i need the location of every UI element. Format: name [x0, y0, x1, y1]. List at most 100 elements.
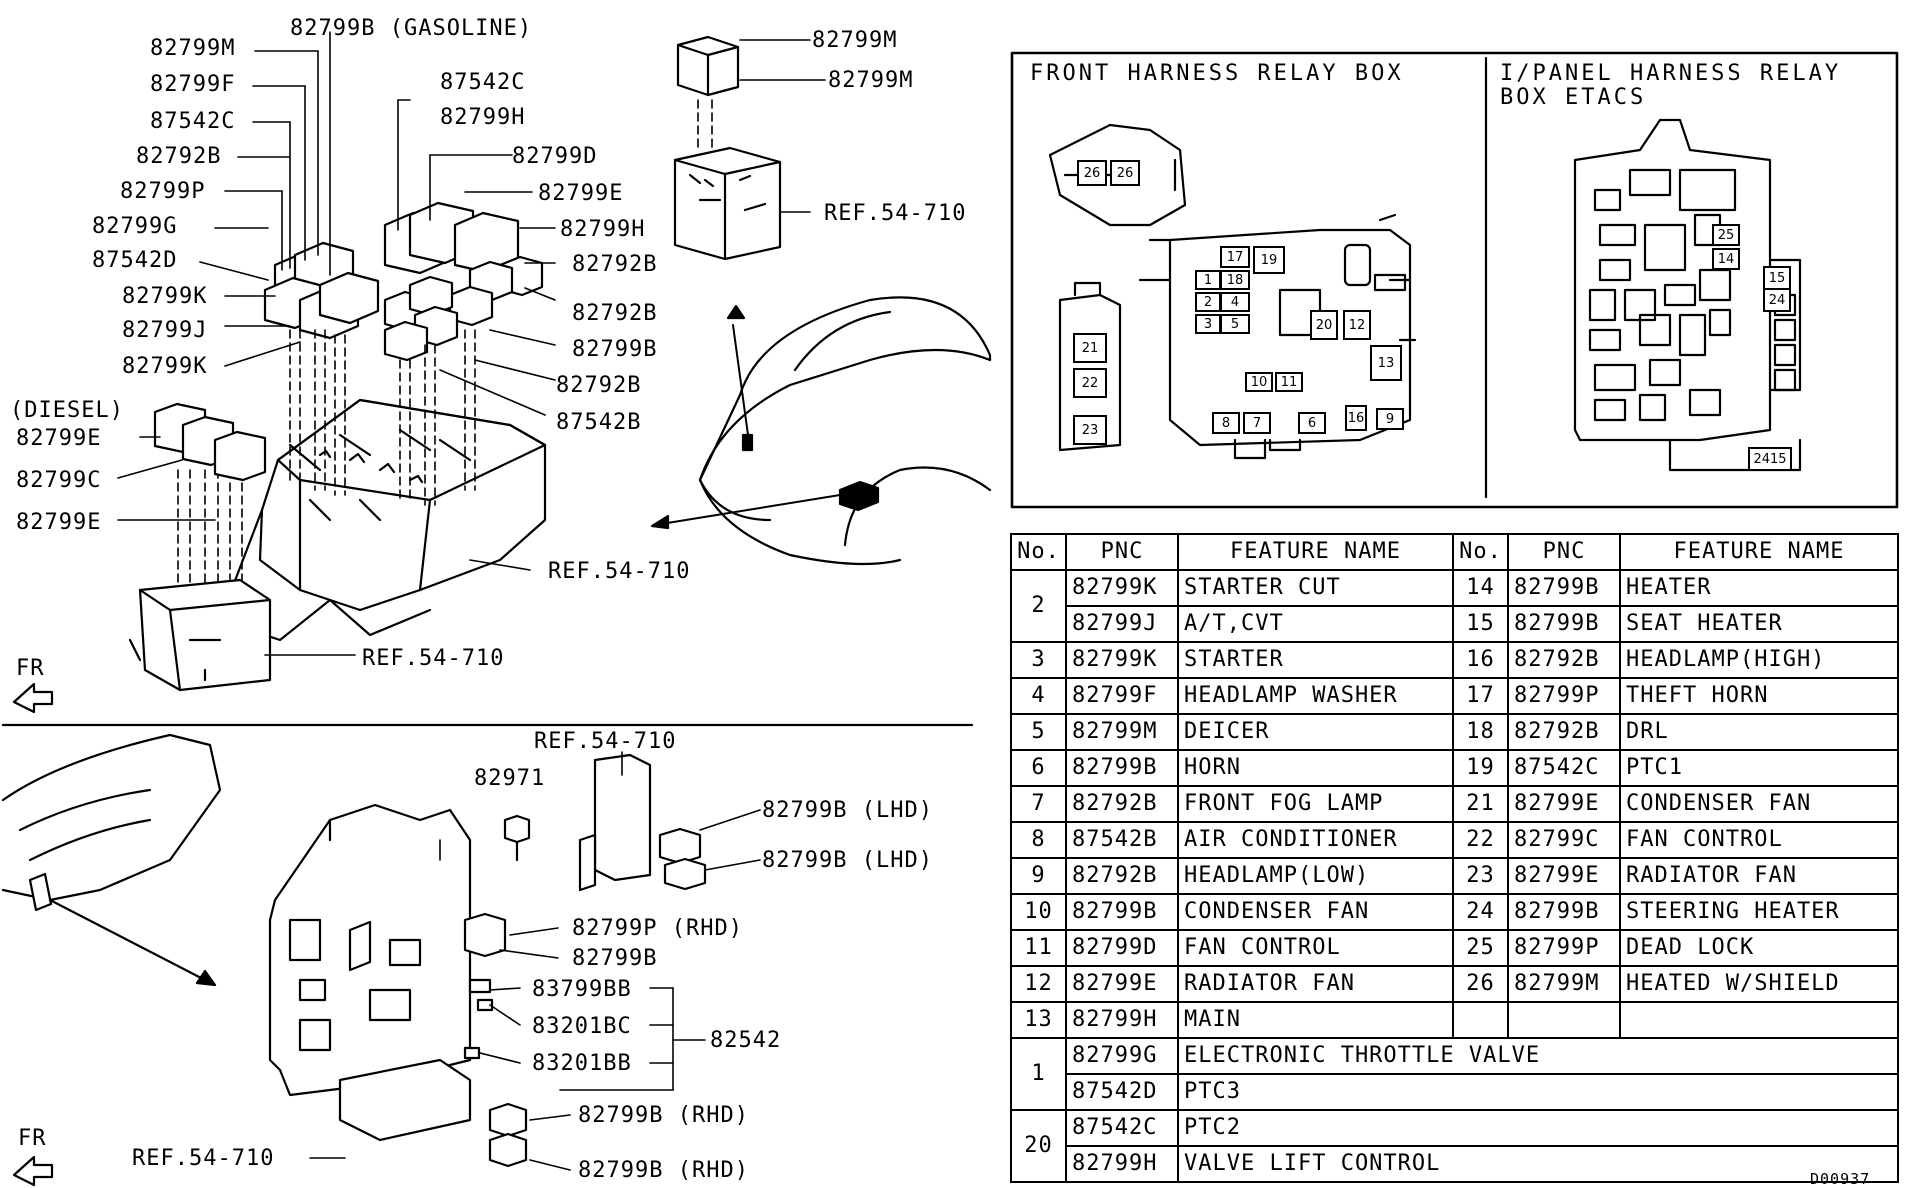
cell-feature: DEAD LOCK	[1619, 929, 1899, 967]
col-header-no: No.	[1010, 533, 1067, 571]
part-label: (DIESEL)	[10, 398, 124, 423]
part-label: 87542C	[150, 109, 236, 134]
part-label: 87542C	[440, 70, 526, 95]
table-row: 3 82799K STARTER 16 82792B HEADLAMP(HIGH…	[1010, 641, 1899, 679]
cell-feature: HEATER	[1619, 569, 1899, 607]
cell-no: 25	[1452, 929, 1509, 967]
part-label: 82799B (RHD)	[578, 1103, 749, 1128]
cell-pnc: 82799M	[1507, 965, 1621, 1003]
relay-box-frame	[1010, 51, 1899, 509]
cell-pnc: 82799D	[1065, 929, 1179, 967]
col-header-pnc: PNC	[1507, 533, 1621, 571]
cell-pnc: 82799B	[1507, 605, 1621, 643]
table-row: 12 82799E RADIATOR FAN 26 82799M HEATED …	[1010, 965, 1899, 1003]
fr-direction-label: FR	[18, 1126, 47, 1151]
cell-feature: PTC1	[1619, 749, 1899, 787]
cell-no: 1	[1010, 1037, 1067, 1111]
relay-slot: 13	[1370, 345, 1402, 381]
part-label: 82799M	[150, 36, 236, 61]
relay-slot: 14	[1712, 248, 1740, 270]
cell-pnc: 82799E	[1507, 785, 1621, 823]
part-label: 82799M	[812, 28, 898, 53]
part-label: 82792B	[556, 373, 642, 398]
relay-slot: 2	[1195, 292, 1221, 312]
cell-no: 2	[1010, 569, 1067, 643]
cell-no: 21	[1452, 785, 1509, 823]
relay-slot: 3	[1195, 314, 1221, 334]
cell-no: 12	[1010, 965, 1067, 1003]
cell-pnc: 82799P	[1507, 929, 1621, 967]
table-header-row: No. PNC FEATURE NAME No. PNC FEATURE NAM…	[1010, 533, 1899, 571]
cell-feature: PTC3	[1177, 1073, 1899, 1111]
table-row: 82799H VALVE LIFT CONTROL	[1011, 1145, 1899, 1183]
cell-feature: CONDENSER FAN	[1177, 893, 1454, 931]
front-relay-box-title: FRONT HARNESS RELAY BOX	[1030, 61, 1404, 86]
cell-no: 18	[1452, 713, 1509, 751]
relay-slot: 26	[1110, 160, 1140, 186]
part-label: 82799F	[150, 72, 236, 97]
table-row: 8 87542B AIR CONDITIONER 22 82799C FAN C…	[1010, 821, 1899, 859]
part-label: 82799D	[512, 144, 598, 169]
relay-slot: 20	[1310, 310, 1338, 340]
cell-no: 3	[1010, 641, 1067, 679]
cell-feature: THEFT HORN	[1619, 677, 1899, 715]
table-row: 82799J A/T,CVT 15 82799B SEAT HEATER	[1011, 605, 1899, 643]
cell-feature: FAN CONTROL	[1619, 821, 1899, 859]
cell-pnc: 82799F	[1065, 677, 1179, 715]
table-row: 87542D PTC3	[1011, 1073, 1899, 1111]
relay-slot: 21	[1073, 333, 1107, 363]
table-row: 11 82799D FAN CONTROL 25 82799P DEAD LOC…	[1010, 929, 1899, 967]
cell-no: 10	[1010, 893, 1067, 931]
cell-pnc: 82799K	[1065, 641, 1179, 679]
part-label: 87542D	[92, 248, 178, 273]
cell-no: 6	[1010, 749, 1067, 787]
cell-feature: RADIATOR FAN	[1177, 965, 1454, 1003]
cell-pnc: 82799J	[1065, 605, 1179, 643]
parts-table-container: No. PNC FEATURE NAME No. PNC FEATURE NAM…	[1010, 533, 1899, 1183]
relay-slot: 12	[1343, 310, 1371, 340]
cell-no: 14	[1452, 569, 1509, 607]
col-header-no: No.	[1452, 533, 1509, 571]
diagram-id: D00937	[1810, 1170, 1871, 1188]
table-row: 10 82799B CONDENSER FAN 24 82799B STEERI…	[1010, 893, 1899, 931]
cell-no: 5	[1010, 713, 1067, 751]
cell-pnc: 82792B	[1507, 641, 1621, 679]
cell-feature: DEICER	[1177, 713, 1454, 751]
cell-feature: AIR CONDITIONER	[1177, 821, 1454, 859]
cell-feature: HEADLAMP(LOW)	[1177, 857, 1454, 895]
relay-slot: 18	[1220, 270, 1250, 290]
part-label: 83201BB	[532, 1051, 632, 1076]
ipanel-relay-box-map	[1573, 118, 1802, 472]
cell-pnc: 87542B	[1065, 821, 1179, 859]
ref-label: REF.54-710	[534, 729, 677, 754]
ref-label: REF.54-710	[548, 559, 691, 584]
cell-pnc: 82792B	[1065, 785, 1179, 823]
part-label: 82799B (LHD)	[762, 848, 933, 873]
cell-pnc: 87542C	[1065, 1109, 1179, 1147]
part-label: 82799B	[572, 946, 658, 971]
part-label: 82799H	[560, 217, 646, 242]
relay-slot: 6	[1298, 412, 1326, 434]
table-row: 2 82799K STARTER CUT 14 82799B HEATER	[1010, 569, 1899, 643]
table-row: 5 82799M DEICER 18 82792B DRL	[1010, 713, 1899, 751]
relay-slot: 25	[1712, 224, 1740, 246]
table-row: 13 82799H MAIN	[1010, 1001, 1899, 1039]
cell-pnc: 82799K	[1065, 569, 1179, 607]
cell-no: 17	[1452, 677, 1509, 715]
relay-slot: 2415	[1748, 447, 1792, 471]
cell-pnc	[1507, 1001, 1621, 1039]
part-label: 82542	[710, 1028, 782, 1053]
relay-slot: 1	[1195, 270, 1221, 290]
relay-slot: 5	[1220, 314, 1250, 334]
cell-pnc: 82799B	[1507, 569, 1621, 607]
part-label: 82799B (GASOLINE)	[290, 16, 533, 41]
ref-label: REF.54-710	[132, 1146, 275, 1171]
cell-feature: HEADLAMP(HIGH)	[1619, 641, 1899, 679]
cell-feature: STEERING HEATER	[1619, 893, 1899, 931]
cell-feature: A/T,CVT	[1177, 605, 1454, 643]
part-label: 82792B	[572, 301, 658, 326]
cell-pnc: 87542D	[1065, 1073, 1179, 1111]
cell-no: 7	[1010, 785, 1067, 823]
cell-no: 23	[1452, 857, 1509, 895]
cell-no: 16	[1452, 641, 1509, 679]
